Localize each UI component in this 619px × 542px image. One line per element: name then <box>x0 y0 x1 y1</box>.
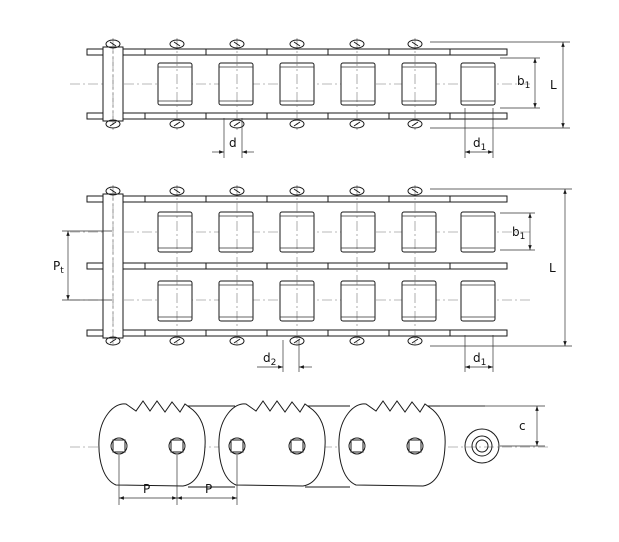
roller-0-0 <box>157 62 193 106</box>
pin-cap <box>105 186 121 196</box>
roller-0-4 <box>401 211 437 253</box>
side-P-label-left: P <box>143 482 150 496</box>
roller-0-4 <box>401 62 437 106</box>
side-P-label-right: P <box>205 482 212 496</box>
duplex-d1-label: d1 <box>473 351 486 368</box>
side-plate-1 <box>98 400 206 487</box>
duplex-d2-label: d2 <box>263 351 276 368</box>
roller-0-3 <box>340 62 376 106</box>
side-plate-2 <box>218 400 326 487</box>
roller-0-1 <box>218 62 254 106</box>
duplex-dimensions: L b1 Pt d2 d1 <box>53 188 572 372</box>
pin-cap <box>229 336 245 346</box>
side-pins <box>110 437 424 455</box>
roller-1-1 <box>218 280 254 322</box>
pin-cap <box>169 119 185 129</box>
simplex-d1-label: d1 <box>473 136 486 153</box>
pin-cap <box>289 336 305 346</box>
pin-cap <box>349 119 365 129</box>
simplex-d-label: d <box>229 136 237 150</box>
side-c-label: c <box>519 419 526 433</box>
pin-cap <box>105 336 121 346</box>
pin-cap <box>105 119 121 129</box>
pin-cap <box>169 186 185 196</box>
pin-cap <box>349 336 365 346</box>
duplex-chain-view <box>70 185 530 347</box>
roller-0-5 <box>460 211 496 253</box>
simplex-chain-view <box>70 38 530 130</box>
pin-cap <box>289 39 305 49</box>
pin-cap <box>169 39 185 49</box>
pin-cap <box>407 336 423 346</box>
roller-1-3 <box>340 280 376 322</box>
duplex-b1-label: b1 <box>512 225 525 242</box>
simplex-b1-label: b1 <box>517 74 530 91</box>
roller-0-1 <box>218 211 254 253</box>
roller-0-0 <box>157 211 193 253</box>
duplex-L-label: L <box>549 261 556 275</box>
pin-cap <box>169 336 185 346</box>
roller-1-5 <box>460 280 496 322</box>
pin-cap <box>229 186 245 196</box>
roller-1-4 <box>401 280 437 322</box>
pin-cap <box>229 39 245 49</box>
pin-cap <box>349 39 365 49</box>
pin-cap <box>407 39 423 49</box>
pin-cap <box>407 119 423 129</box>
pin-cap <box>349 186 365 196</box>
chain-side-view <box>70 400 550 488</box>
side-plate-3 <box>338 400 446 487</box>
roller-1-0 <box>157 280 193 322</box>
roller-0-5 <box>460 62 496 106</box>
pin-cap <box>407 186 423 196</box>
roller-0-3 <box>340 211 376 253</box>
pin-cap <box>289 119 305 129</box>
simplex-dimensions: L b1 d d1 <box>212 41 570 158</box>
pin-cap <box>229 119 245 129</box>
side-dimensions: c P P <box>118 405 545 505</box>
side-end-roller <box>464 428 500 464</box>
simplex-L-label: L <box>550 78 557 92</box>
pin-cap <box>105 39 121 49</box>
duplex-Pt-label: Pt <box>53 259 64 276</box>
pin-cap <box>289 186 305 196</box>
